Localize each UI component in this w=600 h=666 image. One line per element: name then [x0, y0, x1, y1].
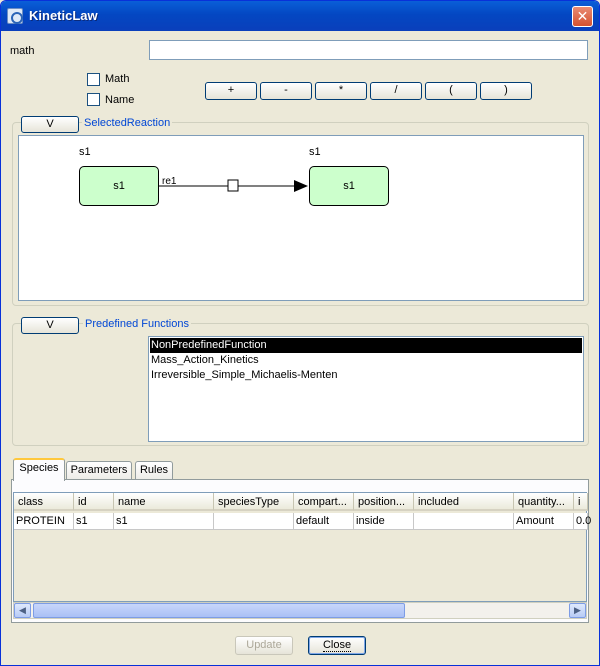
scrollbar-thumb[interactable]: [33, 603, 405, 618]
table-cell-included[interactable]: [414, 513, 514, 530]
math-checkbox[interactable]: [87, 73, 100, 86]
table-cell-compartment[interactable]: default: [294, 513, 354, 530]
operator-plus-button[interactable]: +: [205, 82, 257, 100]
column-header-quantity[interactable]: quantity...: [514, 493, 574, 511]
column-header-included[interactable]: included: [414, 493, 514, 511]
column-header-initial[interactable]: i: [574, 493, 588, 511]
column-header-species-type[interactable]: speciesType: [214, 493, 294, 511]
table-cell-position[interactable]: inside: [354, 513, 414, 530]
selected-reaction-title: SelectedReaction: [82, 117, 173, 129]
reaction-process-node[interactable]: [227, 179, 239, 192]
name-checkbox-label: Name: [105, 94, 135, 106]
function-list[interactable]: NonPredefinedFunction Mass_Action_Kineti…: [148, 336, 584, 442]
app-icon: [7, 8, 23, 24]
reaction-toggle-button[interactable]: V: [21, 116, 79, 133]
close-button[interactable]: Close: [308, 636, 366, 655]
reaction-arrow-svg: [159, 179, 308, 192]
reaction-label: re1: [162, 176, 177, 187]
close-button-label: Close: [322, 639, 352, 652]
table-cell-species-type[interactable]: [214, 513, 294, 530]
window-title: KineticLaw: [29, 8, 98, 23]
product-species-node[interactable]: s1: [309, 166, 389, 206]
math-label: math: [10, 45, 35, 57]
list-item[interactable]: Irreversible_Simple_Michaelis-Menten: [151, 369, 338, 381]
tab-species[interactable]: Species: [13, 458, 65, 481]
scroll-right-icon[interactable]: ▶: [569, 603, 586, 618]
reactant-label: s1: [79, 146, 91, 158]
reaction-diagram: s1 s1 s1 s1 re1: [18, 135, 584, 301]
selected-reaction-group: [12, 122, 589, 306]
operator-close-paren-button[interactable]: ): [480, 82, 532, 100]
tab-parameters[interactable]: Parameters: [66, 461, 132, 480]
predefined-functions-group: [12, 323, 589, 446]
column-header-id[interactable]: id: [74, 493, 114, 511]
math-checkbox-label: Math: [105, 73, 130, 85]
name-checkbox[interactable]: [87, 93, 100, 106]
functions-toggle-button[interactable]: V: [21, 317, 79, 334]
list-item[interactable]: NonPredefinedFunction: [150, 338, 582, 353]
title-bar[interactable]: KineticLaw ✕: [1, 1, 599, 31]
reaction-arrowhead: [294, 180, 308, 192]
table-cell-class[interactable]: PROTEIN: [14, 513, 74, 530]
operator-minus-button[interactable]: -: [260, 82, 312, 100]
table-cell-name[interactable]: s1: [114, 513, 214, 530]
list-item[interactable]: Mass_Action_Kinetics: [151, 354, 259, 366]
tab-rules[interactable]: Rules: [135, 461, 173, 480]
operator-multiply-button[interactable]: *: [315, 82, 367, 100]
table-cell-id[interactable]: s1: [74, 513, 114, 530]
table-cell-initial[interactable]: 0.0: [574, 513, 591, 530]
horizontal-scrollbar[interactable]: ◀ ▶: [13, 602, 587, 619]
column-header-class[interactable]: class: [14, 493, 74, 511]
column-header-position[interactable]: position...: [354, 493, 414, 511]
operator-divide-button[interactable]: /: [370, 82, 422, 100]
product-label: s1: [309, 146, 321, 158]
column-header-name[interactable]: name: [114, 493, 214, 511]
table-cell-quantity[interactable]: Amount: [514, 513, 574, 530]
close-window-button[interactable]: ✕: [572, 6, 593, 27]
scroll-left-icon[interactable]: ◀: [14, 603, 31, 618]
predefined-functions-title: Predefined Functions: [83, 318, 191, 330]
reactant-species-node[interactable]: s1: [79, 166, 159, 206]
column-header-compartment[interactable]: compart...: [294, 493, 354, 511]
math-input[interactable]: [149, 40, 588, 60]
update-button[interactable]: Update: [235, 636, 293, 655]
operator-open-paren-button[interactable]: (: [425, 82, 477, 100]
species-table: class id name speciesType compart... pos…: [13, 492, 591, 602]
